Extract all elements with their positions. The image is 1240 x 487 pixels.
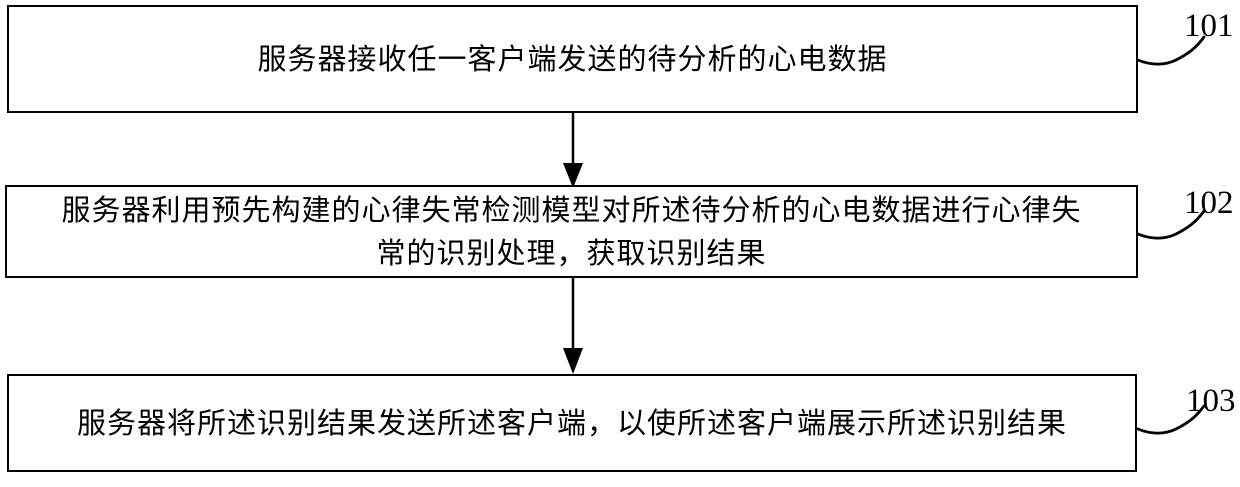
flow-step-3-box: 服务器将所述识别结果发送所述客户端，以使所述客户端展示所述识别结果 [7, 374, 1137, 472]
ref-label-102: 102 [1184, 185, 1234, 221]
flow-step-3-text: 服务器将所述识别结果发送所述客户端，以使所述客户端展示所述识别结果 [76, 405, 1067, 440]
flow-step-2-text: 服务器利用预先构建的心律失常检测模型对所述待分析的心电数据进行心律失常的识别处理… [61, 193, 1082, 270]
ref-leader-line-102 [1136, 209, 1206, 240]
arrow-down-icon [563, 278, 583, 374]
flow-step-1-text: 服务器接收任一客户端发送的待分析的心电数据 [257, 41, 888, 76]
flow-step-2-box: 服务器利用预先构建的心律失常检测模型对所述待分析的心电数据进行心律失常的识别处理… [5, 185, 1138, 278]
ref-label-103: 103 [1186, 383, 1236, 419]
ref-leader-line-103 [1136, 404, 1206, 435]
flow-step-1-box: 服务器接收任一客户端发送的待分析的心电数据 [7, 5, 1138, 113]
arrow-down-icon [563, 113, 583, 188]
ref-label-101: 101 [1184, 8, 1234, 44]
ref-leader-line-101 [1136, 35, 1206, 66]
